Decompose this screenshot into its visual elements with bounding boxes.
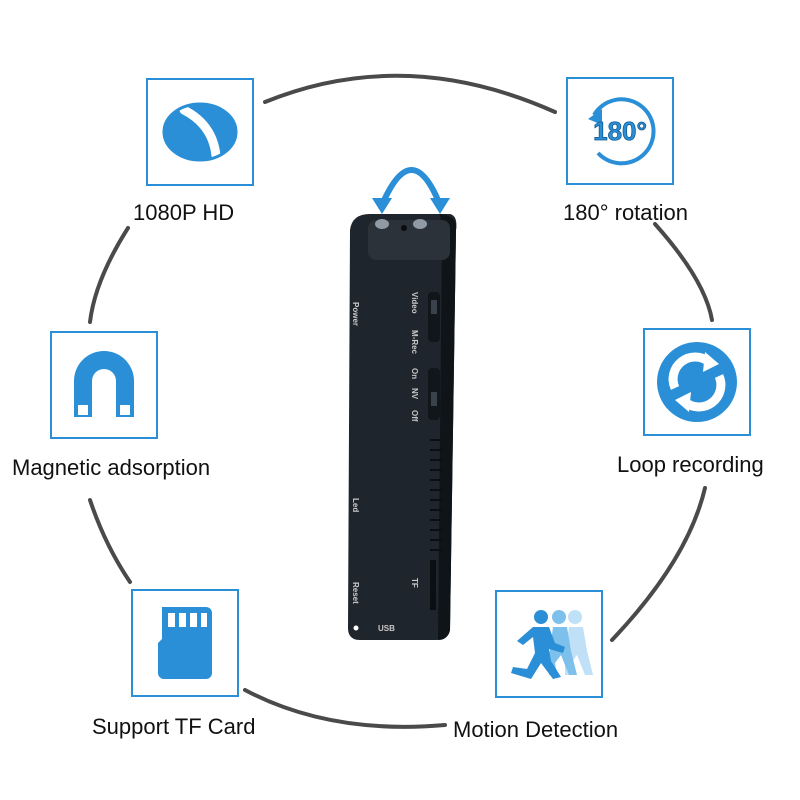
ring-arc-right-bottom xyxy=(610,486,707,642)
loop-feature-box xyxy=(643,328,751,436)
power-label: Power xyxy=(351,302,360,327)
led-label: Led xyxy=(351,498,360,513)
magnetic-feature-box xyxy=(50,331,158,439)
ring-arc-left-bottom xyxy=(88,498,132,584)
video-label: Video xyxy=(410,292,419,314)
hd-label: 1080P HD xyxy=(133,200,235,225)
rotation-180-icon: 180° xyxy=(588,97,656,166)
sd-card-icon xyxy=(158,607,212,679)
loop-arrows-icon xyxy=(657,342,737,422)
rotation-arrow-icon xyxy=(379,167,443,207)
rotation-icon-text: 180° xyxy=(593,116,647,146)
hd-feature-box xyxy=(146,78,254,186)
magnet-icon xyxy=(74,351,134,417)
nv-label: NV xyxy=(410,388,419,400)
motion-label: Motion Detection xyxy=(453,717,619,742)
magnetic-label: Magnetic adsorption xyxy=(12,455,211,480)
running-figures-icon xyxy=(511,610,593,679)
reset-label: Reset xyxy=(351,582,360,604)
ring-arc-bottom xyxy=(243,688,447,729)
ring-arc-right-top xyxy=(653,222,714,322)
rotation-feature-box: 180° xyxy=(566,77,674,185)
camera-device: Power Video M-Rec On NV Off Led Reset TF… xyxy=(340,150,470,650)
ring-arc-left-top xyxy=(88,226,130,324)
hd-lens-icon xyxy=(162,102,238,162)
on-label: On xyxy=(410,368,419,380)
camera-body xyxy=(348,167,457,640)
mrec-label: M-Rec xyxy=(410,330,419,355)
tf-slot-label: TF xyxy=(410,578,419,588)
motion-feature-box xyxy=(495,590,603,698)
off-label: Off xyxy=(410,410,419,422)
usb-label: USB xyxy=(378,624,395,633)
loop-label: Loop recording xyxy=(617,452,764,477)
rotation-label: 180° rotation xyxy=(563,200,688,225)
tf-label: Support TF Card xyxy=(92,714,256,739)
ring-arc-top xyxy=(263,73,557,114)
tf-feature-box xyxy=(131,589,239,697)
